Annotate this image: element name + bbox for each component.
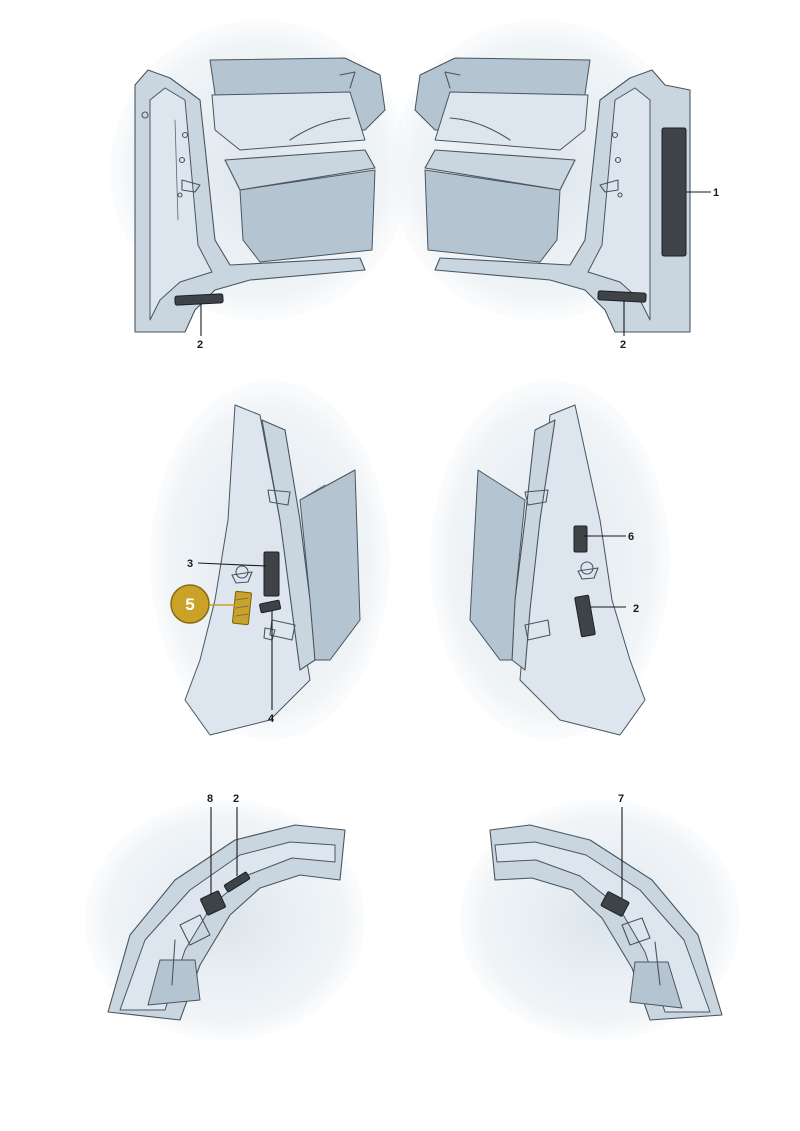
callout-label-8: 8 xyxy=(207,793,213,805)
seal-pad-arch-8 xyxy=(200,890,226,916)
seal-pad-sill-right xyxy=(597,290,647,303)
callout-label-6: 6 xyxy=(628,531,634,543)
seal-pad-sill-left xyxy=(174,293,224,306)
callout-label-2-door-right: 2 xyxy=(620,339,626,351)
seal-pad-arch-2-left xyxy=(223,871,251,893)
view-door-left xyxy=(110,20,410,333)
callout-label-7: 7 xyxy=(618,793,624,805)
view-wheelarch-left xyxy=(85,800,365,1040)
seal-pad-pillar-2-right xyxy=(574,594,596,638)
seal-pad-pillar-4 xyxy=(259,599,282,614)
callout-label-4: 4 xyxy=(268,713,275,725)
callout-label-2-pillar-right: 2 xyxy=(633,603,639,615)
callout-label-2-door-left: 2 xyxy=(197,339,203,351)
leader-lines xyxy=(197,191,711,898)
view-pillar-left xyxy=(150,380,390,740)
seal-pad-pillar-right xyxy=(661,127,687,257)
view-door-right xyxy=(390,20,691,333)
view-pillar-right xyxy=(430,380,670,740)
seal-pad-pillar-6 xyxy=(573,525,588,553)
callout-label-1: 1 xyxy=(713,187,719,199)
seal-pad-arch-7 xyxy=(600,891,630,917)
callout-label-3: 3 xyxy=(187,558,193,570)
highlight-badge-label: 5 xyxy=(185,595,194,614)
callout-label-2-arch-left: 2 xyxy=(233,793,239,805)
seal-pad-highlighted-5[interactable] xyxy=(232,590,252,626)
seal-pad-pillar-3 xyxy=(263,551,280,597)
highlight-badge-5[interactable]: 5 xyxy=(170,584,210,624)
view-wheelarch-right xyxy=(460,800,740,1040)
